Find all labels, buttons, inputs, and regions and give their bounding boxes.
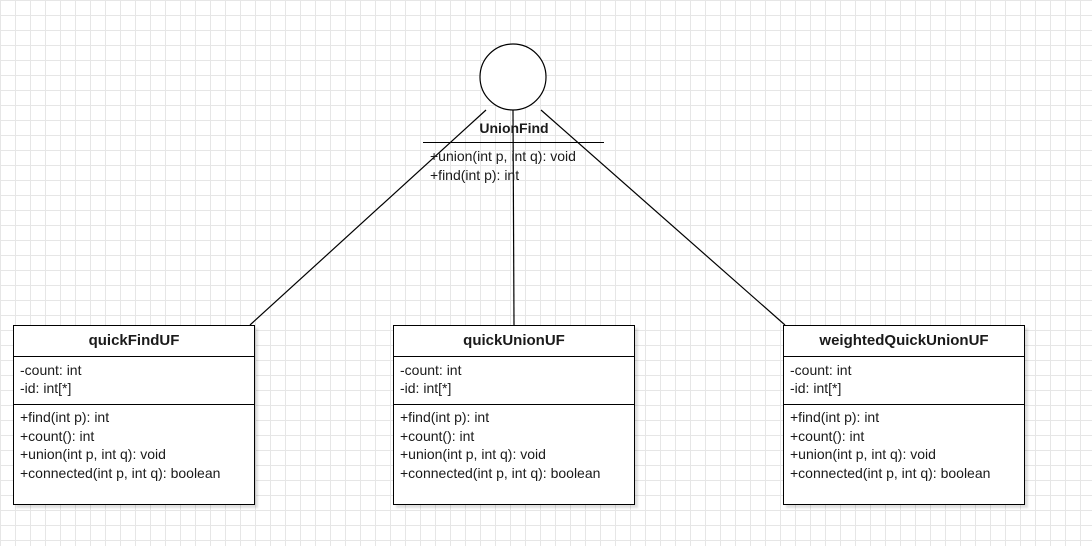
class-operation: +connected(int p, int q): boolean <box>400 464 601 481</box>
class-operation: +find(int p): int <box>790 409 880 425</box>
class-attribute: -id: int[*] <box>400 380 452 396</box>
interface-operation: +union(int p, int q): void <box>430 148 576 164</box>
interface-lollipop-circle[interactable] <box>479 43 547 111</box>
interface-operation: +find(int p): int <box>430 167 520 183</box>
class-box-quickunionuf[interactable]: quickUnionUF -count: int -id: int[*] +fi… <box>393 325 635 505</box>
class-operation: +connected(int p, int q): boolean <box>20 464 221 481</box>
class-box-weightedquickunionuf[interactable]: weightedQuickUnionUF -count: int -id: in… <box>783 325 1025 505</box>
class-attribute: -count: int <box>20 362 82 378</box>
class-operations: +find(int p): int +count(): int +union(i… <box>784 405 1024 485</box>
class-name: quickUnionUF <box>394 326 634 357</box>
class-name: weightedQuickUnionUF <box>784 326 1024 357</box>
class-operations: +find(int p): int +count(): int +union(i… <box>14 405 254 485</box>
class-attributes: -count: int -id: int[*] <box>784 357 1024 405</box>
realization-line-quickunion[interactable] <box>512 109 515 326</box>
class-operation: +find(int p): int <box>20 409 110 425</box>
realization-line-quickfind[interactable] <box>249 109 487 326</box>
class-attribute: -id: int[*] <box>790 380 842 396</box>
class-attribute: -count: int <box>400 362 462 378</box>
class-operations: +find(int p): int +count(): int +union(i… <box>394 405 634 485</box>
class-attribute: -count: int <box>790 362 852 378</box>
class-attributes: -count: int -id: int[*] <box>14 357 254 405</box>
class-name: quickFindUF <box>14 326 254 357</box>
class-operation: +find(int p): int <box>400 409 490 425</box>
class-operation: +connected(int p, int q): boolean <box>790 464 991 481</box>
class-operation: +count(): int <box>20 427 95 444</box>
class-operation: +union(int p, int q): void <box>790 446 936 462</box>
class-attribute: -id: int[*] <box>20 380 72 396</box>
class-operation: +union(int p, int q): void <box>20 446 166 462</box>
interface-operations[interactable]: +union(int p, int q): void +find(int p):… <box>430 147 576 185</box>
class-operation: +union(int p, int q): void <box>400 446 546 462</box>
class-box-quickfinduf[interactable]: quickFindUF -count: int -id: int[*] +fin… <box>13 325 255 505</box>
class-operation: +count(): int <box>400 427 475 444</box>
interface-divider <box>423 142 604 143</box>
interface-name[interactable]: UnionFind <box>479 120 549 136</box>
realization-line-weighted[interactable] <box>540 109 786 326</box>
class-attributes: -count: int -id: int[*] <box>394 357 634 405</box>
class-operation: +count(): int <box>790 427 865 444</box>
